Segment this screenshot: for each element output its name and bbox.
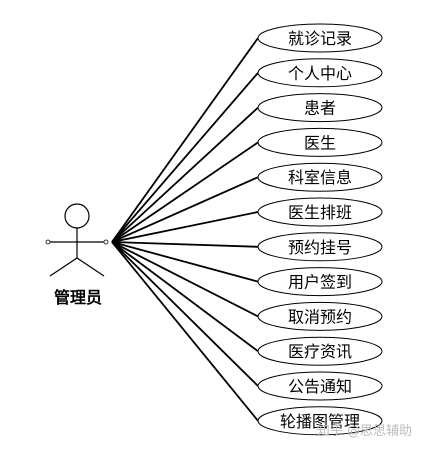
association-line: [111, 241, 259, 248]
use-case-ellipse: [257, 371, 383, 401]
association-line: [111, 241, 259, 318]
actor-left-leg: [49, 257, 78, 277]
use-case-ellipse: [257, 162, 383, 192]
association-line: [111, 241, 259, 387]
association-line: [111, 241, 259, 352]
association-line: [111, 141, 259, 243]
use-case-ellipse: [257, 197, 383, 227]
use-case-ellipse: [257, 58, 383, 88]
use-case-label: 用户签到: [288, 273, 352, 292]
use-case: 轮播图管理: [257, 406, 383, 436]
use-case-label: 医疗资讯: [288, 342, 352, 361]
use-case-ellipse: [257, 336, 383, 366]
use-case-ellipse: [257, 23, 383, 53]
use-case-ellipse: [257, 267, 383, 297]
watermark: 知乎 @思思辅助: [317, 423, 412, 439]
use-case: 科室信息: [257, 162, 383, 192]
use-case: 用户签到: [257, 267, 383, 297]
use-case-label: 轮播图管理: [280, 412, 360, 431]
use-case-ellipse: [257, 232, 383, 262]
use-case: 公告通知: [257, 371, 383, 401]
use-case-label: 取消预约: [288, 307, 352, 326]
association-line: [111, 241, 259, 283]
association-line: [111, 211, 259, 243]
use-case-ellipse: [257, 93, 383, 123]
actor-hand-left: [45, 239, 51, 245]
use-case: 预约挂号: [257, 232, 383, 262]
use-case-label: 预约挂号: [288, 238, 352, 257]
actor-admin: 管理员: [45, 203, 109, 307]
use-case-ellipse: [257, 127, 383, 157]
use-case-label: 公告通知: [288, 377, 352, 396]
actor-hand-right: [103, 239, 109, 245]
use-case: 患者: [257, 93, 383, 123]
use-case-label: 医生: [304, 133, 336, 152]
association-line: [111, 241, 259, 422]
actor-right-leg: [76, 257, 105, 277]
use-case: 医生: [257, 127, 383, 157]
use-case: 医疗资讯: [257, 336, 383, 366]
use-case: 取消预约: [257, 301, 383, 331]
use-case: 医生排班: [257, 197, 383, 227]
use-case-label: 患者: [304, 99, 336, 118]
use-case-label: 就诊记录: [288, 29, 352, 48]
use-case-label: 个人中心: [288, 64, 352, 83]
association-lines: [111, 37, 259, 422]
use-case-label: 医生排班: [288, 203, 352, 222]
association-line: [111, 72, 259, 243]
use-case-label: 科室信息: [288, 168, 352, 187]
association-line: [111, 176, 259, 243]
use-case: 个人中心: [257, 58, 383, 88]
use-case-ellipse: [257, 406, 383, 436]
use-case: 就诊记录: [257, 23, 383, 53]
association-line: [111, 37, 259, 243]
use-case-ellipse: [257, 301, 383, 331]
actor-head: [64, 203, 90, 229]
actor-label: 管理员: [54, 288, 102, 307]
association-line: [111, 106, 259, 243]
use-case-list: 就诊记录个人中心患者医生科室信息医生排班预约挂号用户签到取消预约医疗资讯公告通知…: [257, 23, 383, 436]
